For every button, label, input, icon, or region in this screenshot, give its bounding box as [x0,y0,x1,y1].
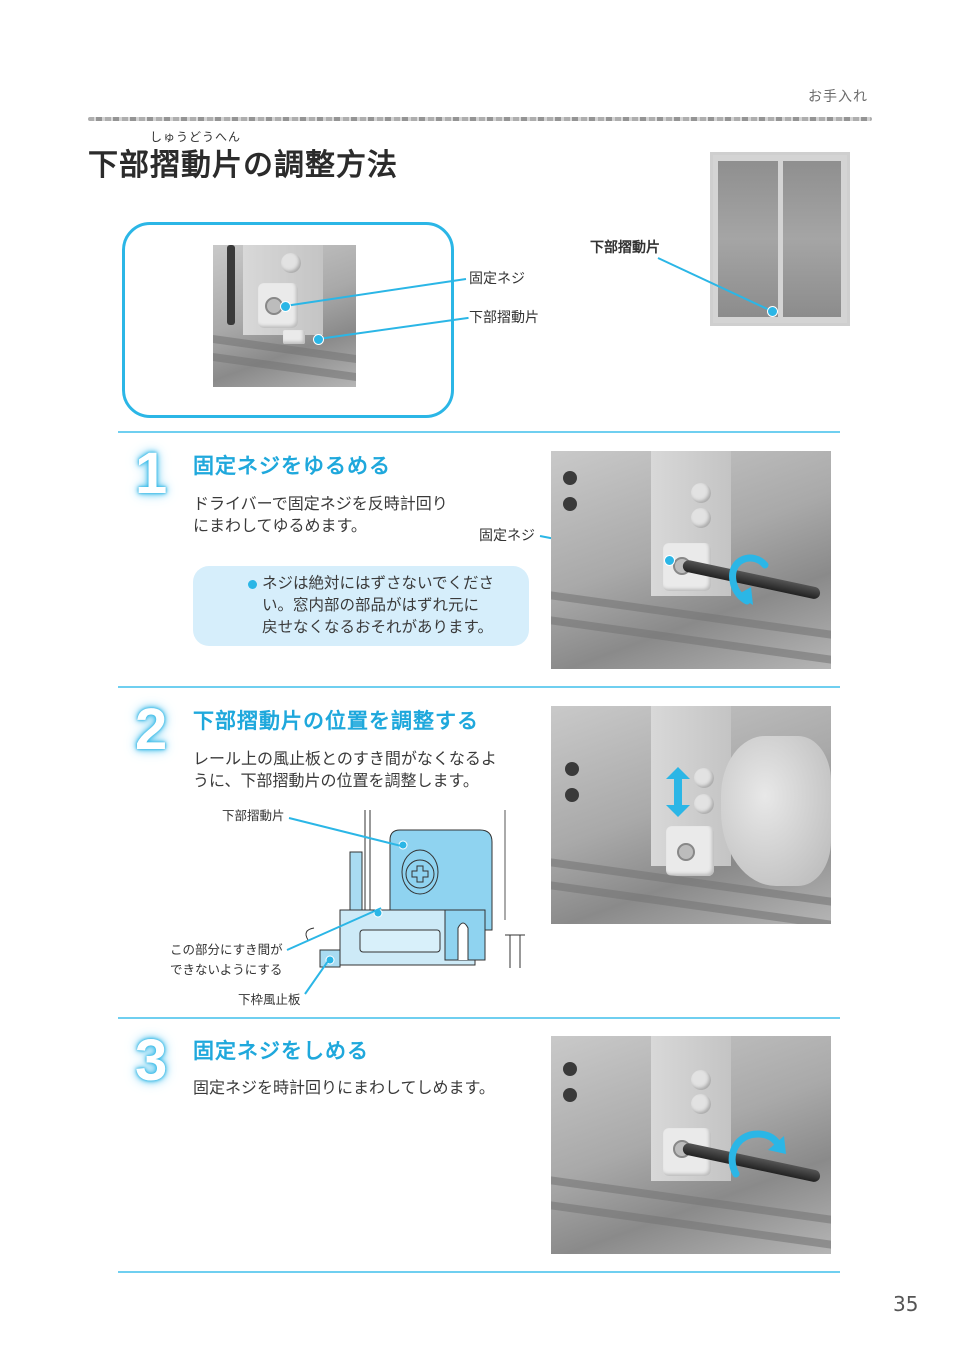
window-callout-slider: 下部摺動片 [590,240,660,256]
leader-dot [280,301,291,312]
caution-note [193,566,529,646]
divider [118,431,840,433]
divider [118,1017,840,1019]
diagram-label-windplate: 下枠風止板 [238,992,301,1007]
step-body-line: レール上の風止板とのすき間がなくなるよ [193,749,497,768]
leader-dot [313,334,324,345]
step-body-line: うに、下部摺動片の位置を調整します。 [193,771,479,790]
detail-photo [213,245,356,387]
step2-photo [551,706,831,924]
step-body: レール上の風止板とのすき間がなくなるよ うに、下部摺動片の位置を調整します。 [193,748,497,792]
header-rule [88,117,872,121]
step-body-line: にまわしてゆるめます。 [193,516,367,535]
step-number: 2 [135,697,168,762]
step-body-line: ドライバーで固定ネジを反時計回り [193,494,448,513]
photo-callout-screw: 固定ネジ [479,528,535,544]
step-number: 3 [135,1028,168,1093]
step-body-line: 固定ネジを時計回りにまわしてしめます。 [193,1078,495,1097]
caution-text: ネジは絶対にはずさないでくださ い。窓内部の部品がはずれ元に 戻せなくなるおそれ… [262,572,522,638]
photo-leader-dot [664,555,675,566]
step-title: 固定ネジをゆるめる [193,454,391,478]
step-body: 固定ネジを時計回りにまわしてしめます。 [193,1077,495,1099]
step-title: 固定ネジをしめる [193,1039,369,1063]
caution-line: 戻せなくなるおそれがあります。 [262,618,493,636]
step-title: 下部摺動片の位置を調整する [193,709,479,733]
window-leader-dot [767,306,778,317]
up-down-arrow-icon [666,767,690,817]
window-photo [710,152,850,326]
cross-section-diagram [305,810,525,968]
caution-line: ネジは絶対にはずさないでくださ [262,574,495,592]
diagram-label-gap-line: できないようにする [170,962,283,977]
diagram-label-gap-line: この部分にすき間が [170,942,283,957]
diagram-label-gap: この部分にすき間が できないようにする [170,940,283,980]
page-title: 下部摺動片の調整方法 [88,148,398,183]
step-body: ドライバーで固定ネジを反時計回り にまわしてゆるめます。 [193,493,448,537]
callout-screw: 固定ネジ [469,271,525,287]
bullet-icon [248,580,257,589]
step-number: 1 [135,441,168,506]
diagram-label-slider: 下部摺動片 [222,808,285,823]
page-number: 35 [893,1292,919,1316]
callout-slider: 下部摺動片 [469,310,539,326]
divider [118,1271,840,1273]
clockwise-arrow-icon [728,1130,786,1178]
step1-photo [551,451,831,669]
divider [118,686,840,688]
caution-line: い。窓内部の部品がはずれ元に [262,596,480,614]
step3-photo [551,1036,831,1254]
title-ruby: しゅうどうへん [150,130,242,144]
counterclockwise-arrow-icon [729,554,769,605]
section-tag: お手入れ [808,89,868,105]
